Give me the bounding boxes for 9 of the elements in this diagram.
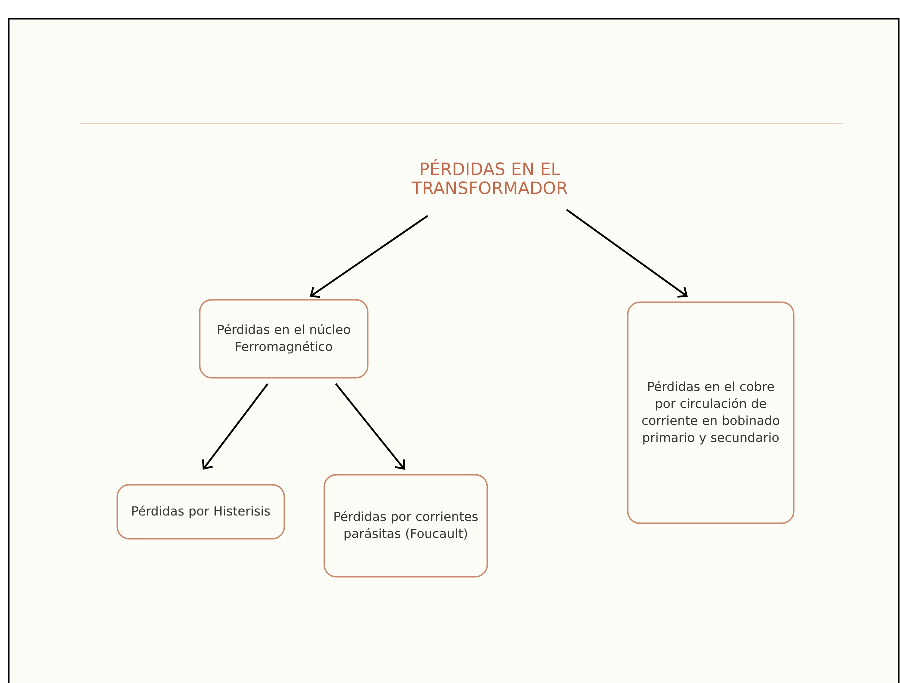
rounded-box: Pérdidas por Histerisis — [116, 484, 286, 540]
rounded-box: Pérdidas por corrientes parásitas (Foucault) — [324, 474, 488, 578]
arrow — [566, 209, 688, 298]
heading-text: PÉRDIDAS EN EL TRANSFORMADOR — [412, 160, 568, 194]
rounded-box: Pérdidas en el núcleo Ferromagnético — [199, 299, 369, 379]
arrow — [202, 383, 269, 470]
rounded-box: Pérdidas en el cobre por circulación de corriente en bobinado primario y secundario — [627, 302, 795, 524]
arrow — [310, 215, 429, 298]
arrow — [335, 383, 406, 470]
